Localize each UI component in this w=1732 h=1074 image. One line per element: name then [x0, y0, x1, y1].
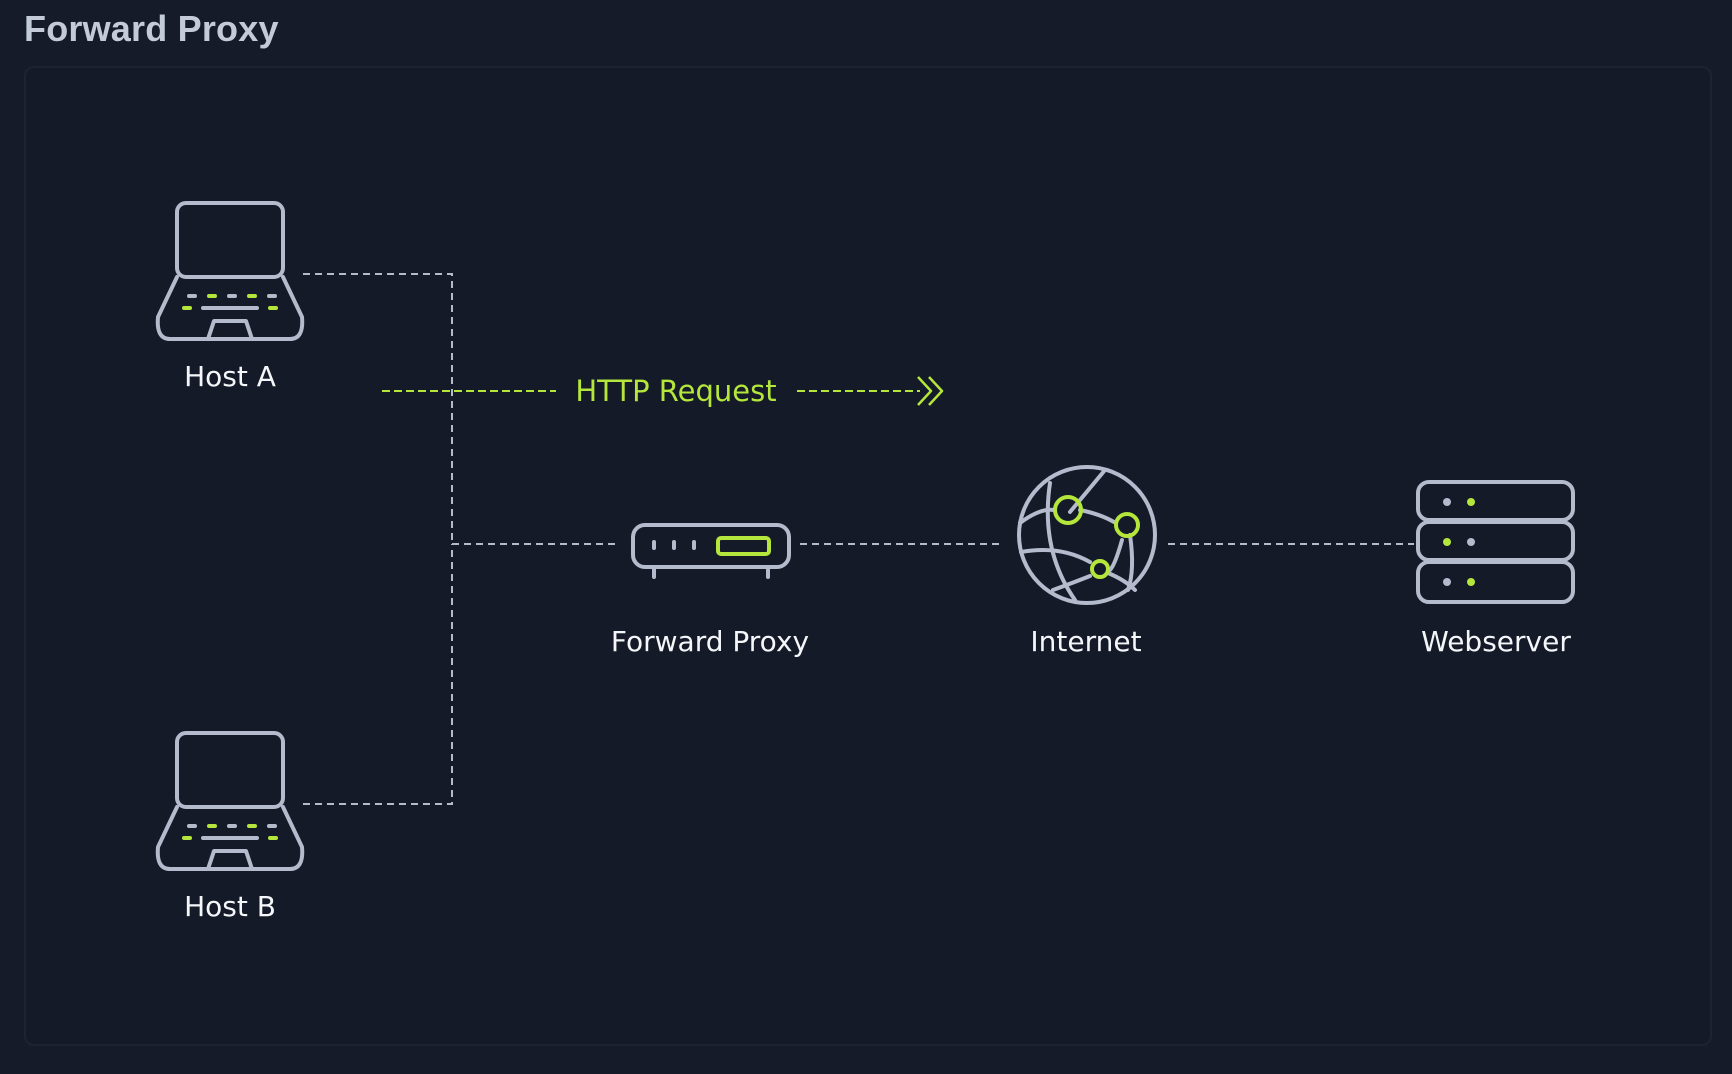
webserver-label: Webserver — [1421, 625, 1571, 658]
proxy-node: Forward Proxy — [611, 523, 809, 658]
host-b-node: Host B — [155, 731, 305, 923]
http-request-label: HTTP Request — [575, 374, 776, 408]
proxy-label: Forward Proxy — [611, 625, 809, 658]
router-icon — [631, 523, 791, 579]
globe-icon — [1017, 465, 1157, 605]
page-title: Forward Proxy — [24, 8, 279, 49]
laptop-icon — [155, 731, 305, 871]
host-a-node: Host A — [155, 201, 305, 393]
internet-label: Internet — [1030, 625, 1141, 658]
connector-host-b — [303, 544, 453, 805]
host-b-label: Host B — [184, 890, 276, 923]
connections — [303, 273, 1414, 805]
webserver-node: Webserver — [1416, 480, 1575, 658]
internet-node: Internet — [1017, 465, 1157, 658]
laptop-icon — [155, 201, 305, 341]
http-request-flow: HTTP Request — [382, 374, 944, 408]
host-a-label: Host A — [184, 360, 276, 393]
server-stack-icon — [1416, 480, 1575, 604]
double-chevron-right-icon — [917, 376, 944, 406]
connector-host-a — [303, 273, 453, 544]
diagram-canvas — [24, 66, 1712, 1046]
